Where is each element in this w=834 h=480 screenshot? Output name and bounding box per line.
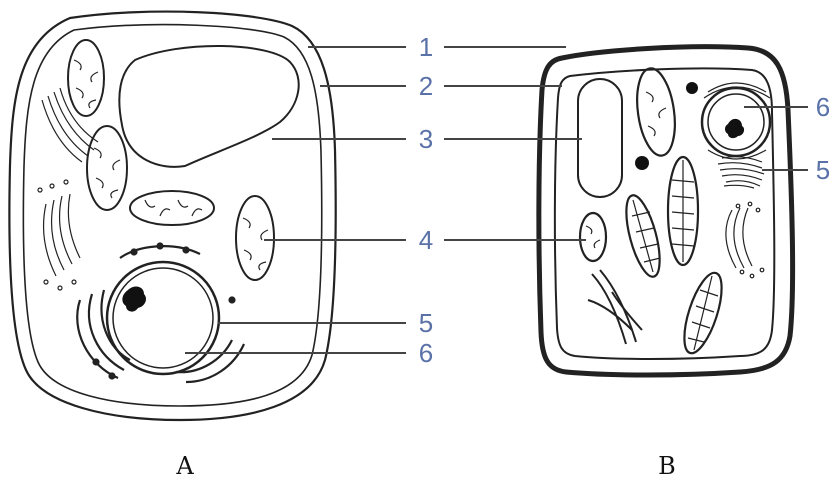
label-2: 2	[419, 71, 433, 101]
cell-a-mitochondrion	[68, 40, 104, 116]
cell-b-endoplasmic-reticulum	[588, 270, 642, 344]
label-6: 6	[419, 338, 433, 368]
label-3: 3	[419, 124, 433, 154]
cell-b-chloroplast	[668, 157, 698, 265]
caption-a: A	[175, 452, 194, 480]
label-5: 5	[419, 308, 433, 338]
cell-b-chloroplast	[620, 192, 667, 280]
label-b-6: 6	[816, 92, 830, 122]
cell-a-vacuole	[119, 46, 298, 167]
cell-a-nuclear-envelope	[107, 262, 219, 374]
caption-b: B	[658, 452, 676, 480]
cell-b-vacuole	[578, 79, 622, 197]
cell-a-golgi-apparatus	[38, 180, 80, 290]
label-4: 4	[419, 225, 433, 255]
cell-b	[539, 47, 793, 375]
cell-b-mitochondrion	[632, 66, 680, 158]
cell-a-nucleolus	[122, 287, 146, 312]
cell-b-chloroplast	[677, 269, 730, 358]
label-1: 1	[419, 32, 433, 62]
cell-b-granule	[635, 156, 649, 170]
cell-a	[9, 12, 335, 420]
cell-a-cell-wall	[9, 12, 335, 420]
cell-b-mitochondrion	[580, 213, 606, 261]
cell-b-granule	[686, 82, 698, 94]
cell-b-golgi-apparatus	[718, 157, 764, 188]
cell-b-nucleolus	[725, 119, 744, 138]
label-b-5: 5	[816, 155, 830, 185]
cell-a-mitochondrion	[130, 191, 214, 225]
cell-b-golgi-apparatus	[726, 202, 764, 278]
cell-b-cell-wall	[539, 47, 793, 375]
cell-a-mitochondrion	[236, 196, 274, 280]
